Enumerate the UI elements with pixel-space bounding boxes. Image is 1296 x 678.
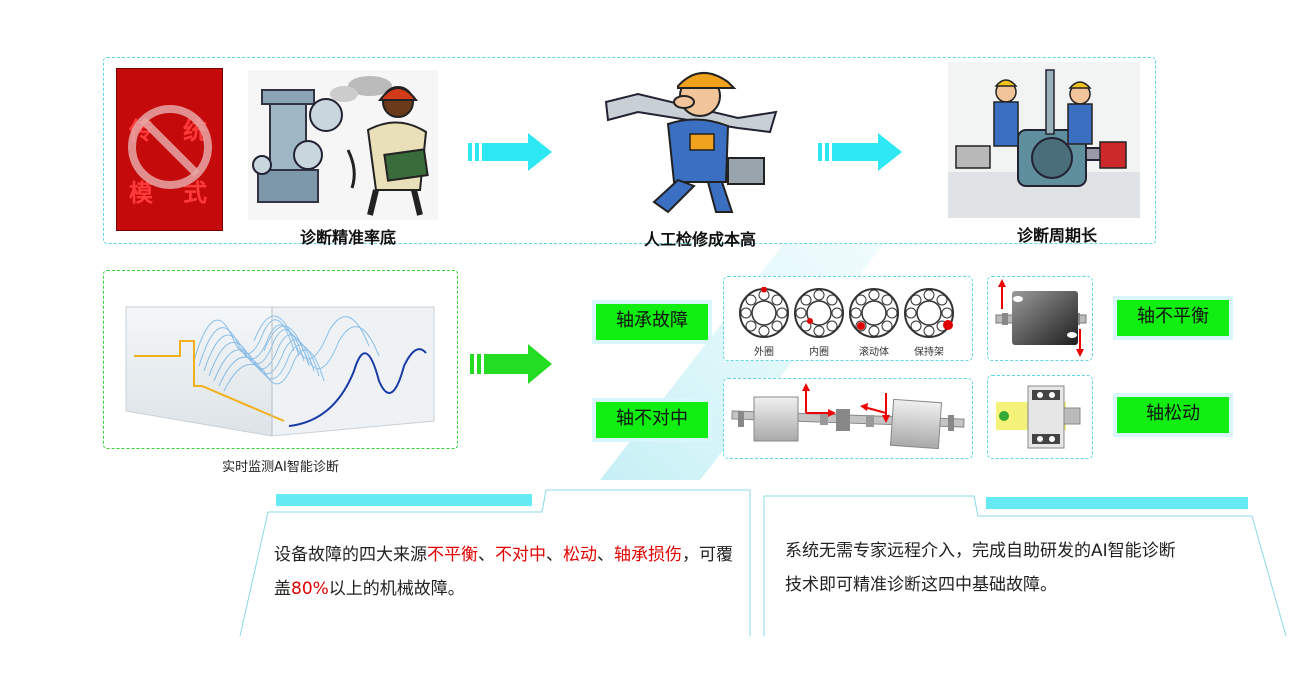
inner-ring-label: 内圈 xyxy=(809,347,829,358)
stage-caption-cycle: 诊断周期长 xyxy=(1016,226,1097,245)
misaligned-shafts-diagram xyxy=(731,383,965,450)
loose-bearing-diagram xyxy=(996,385,1081,449)
misalignment-label: 轴不对中 xyxy=(596,402,708,438)
realtime-monitoring-panel xyxy=(103,270,458,449)
prohibited-icon xyxy=(128,105,212,189)
text-segment: 以上的机械故障。 xyxy=(328,579,465,599)
green-flow-arrow xyxy=(470,344,552,384)
flow-arrow xyxy=(818,133,902,171)
misalignment-card xyxy=(723,378,973,459)
highlight-percentage: 80% xyxy=(291,579,329,599)
stage-caption-accuracy: 诊断精准率底 xyxy=(299,228,396,247)
left-accent-bar xyxy=(276,494,532,506)
workers-motor-illustration xyxy=(948,62,1140,218)
looseness-label: 轴松动 xyxy=(1117,397,1229,433)
fault-sources-text: 设备故障的四大来源不平衡、不对中、松动、轴承损伤，可覆盖80%以上的机械故障。 xyxy=(274,538,744,606)
highlight-looseness: 松动 xyxy=(563,545,597,565)
waterfall-spectrum-chart xyxy=(125,306,435,437)
mechanic-illustration xyxy=(604,72,778,214)
looseness-card xyxy=(987,375,1093,459)
highlight-misalignment: 不对中 xyxy=(495,545,546,565)
bearing-rings-diagram xyxy=(739,287,954,338)
stage-caption-cost: 人工检修成本高 xyxy=(643,230,756,249)
imbalance-rotor-diagram xyxy=(995,279,1087,357)
monitoring-caption: 实时监测AI智能诊断 xyxy=(222,460,339,475)
cage-label: 保持架 xyxy=(914,347,944,358)
imbalance-label: 轴不平衡 xyxy=(1117,300,1229,336)
rolling-element-label: 滚动体 xyxy=(859,347,889,358)
text-segment: 设备故障的四大来源 xyxy=(274,545,427,565)
bearing-fault-label: 轴承故障 xyxy=(596,304,708,340)
text-segment: 、 xyxy=(546,545,563,565)
badge-char: 模 xyxy=(129,179,153,207)
ai-diagnosis-line2: 技术即可精准诊断这四中基础故障。 xyxy=(785,575,1057,595)
text-segment: ，可覆盖 xyxy=(274,545,733,599)
outer-ring-label: 外圈 xyxy=(754,347,774,358)
text-segment: 、 xyxy=(597,545,614,565)
worker-machine-illustration xyxy=(248,70,438,220)
traditional-mode-badge: 传 统 模 式 xyxy=(116,68,223,231)
highlight-imbalance: 不平衡 xyxy=(427,545,478,565)
highlight-bearing-damage: 轴承损伤 xyxy=(614,545,682,565)
right-accent-bar xyxy=(986,497,1248,509)
bottom-frames xyxy=(239,489,1287,637)
ai-diagnosis-line1: 系统无需专家远程介入，完成自助研发的AI智能诊断 xyxy=(785,541,1176,561)
imbalance-card xyxy=(987,276,1093,361)
bearing-fault-card: 外圈 内圈 滚动体 保持架 xyxy=(723,276,973,361)
flow-arrow xyxy=(468,133,552,171)
ai-diagnosis-text: 系统无需专家远程介入，完成自助研发的AI智能诊断 技术即可精准诊断这四中基础故障… xyxy=(785,534,1265,602)
text-segment: 、 xyxy=(478,545,495,565)
